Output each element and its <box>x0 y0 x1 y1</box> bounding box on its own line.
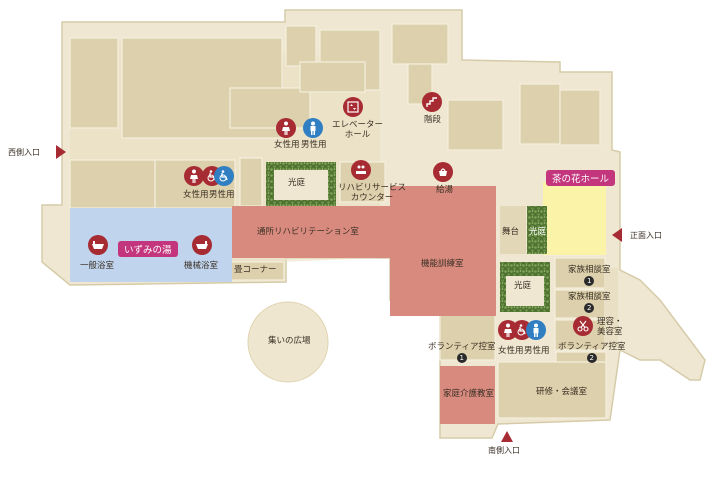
chanohana-hall-tag: 茶の花ホール <box>546 170 616 186</box>
west-entrance-arrow <box>56 145 66 159</box>
courtyard-3-shape <box>500 262 550 312</box>
woman-icon <box>276 118 296 138</box>
number-2-badge: 2 <box>586 352 597 363</box>
room-grid <box>69 23 607 419</box>
general-bath-label: 一般浴室 <box>80 261 115 271</box>
day-rehab-room <box>232 206 390 258</box>
courtyard-3-label: 光庭 <box>514 281 532 291</box>
bathtub-icon <box>88 235 108 255</box>
front-entrance-arrow <box>612 228 622 242</box>
family-care-label: 家庭介護教室 <box>443 389 495 399</box>
woman-icon <box>184 166 204 186</box>
number-1-badge: 1 <box>584 275 595 286</box>
training-room-label: 機能訓練室 <box>421 259 464 269</box>
number-2-badge: 2 <box>584 302 595 313</box>
courtyard-2-label: 光庭 <box>529 227 547 237</box>
west-entrance-label: 西側入口 <box>8 148 40 157</box>
meeting-room-label: 研修・会議室 <box>536 387 588 397</box>
family-care-room <box>440 366 495 424</box>
reception-icon <box>351 160 371 180</box>
chanohana-hall-room <box>543 182 606 255</box>
rehab-counter-label: リハビリサービス カウンター <box>338 183 407 203</box>
plaza-circle <box>247 301 329 383</box>
training-room <box>390 186 496 316</box>
restroom-women-label: 女性用 <box>498 346 524 356</box>
courtyard-1-shape <box>266 162 336 206</box>
elevator-hall-label: エレベーター ホール <box>332 120 384 140</box>
man-icon <box>303 118 323 138</box>
man-icon <box>526 320 546 340</box>
bathtub-icon <box>192 235 212 255</box>
courtyard-1-label: 光庭 <box>288 178 306 188</box>
wheelchair-icon <box>214 166 234 186</box>
restroom-men-label: 男性用 <box>301 140 327 150</box>
courtyard-2-shape <box>527 206 547 254</box>
kettle-icon <box>433 162 453 182</box>
south-entrance-label: 南側入口 <box>488 446 520 455</box>
plaza-label: 集いの広場 <box>268 336 311 346</box>
barber-label: 理容・ 美容室 <box>597 317 623 337</box>
restroom-men-label: 男性用 <box>209 190 235 200</box>
number-1-badge: 1 <box>456 352 467 363</box>
south-entrance-arrow <box>501 431 513 442</box>
restroom-women-label: 女性用 <box>183 190 209 200</box>
stairs-label: 階段 <box>424 115 442 125</box>
day-rehab-label: 通所リハビリテーション室 <box>257 227 359 237</box>
front-entrance-label: 正面入口 <box>630 231 662 240</box>
machine-bath-label: 機械浴室 <box>184 261 219 271</box>
stage-label: 舞台 <box>502 227 520 237</box>
elevator-icon <box>343 97 363 117</box>
tatami-corner-label: 畳コーナー <box>234 265 277 275</box>
stairs-icon <box>422 92 442 112</box>
izumi-bath-tag: いずみの湯 <box>118 241 178 257</box>
kyutou-label: 給湯 <box>436 185 454 195</box>
restroom-men-label: 男性用 <box>524 346 550 356</box>
scissors-icon <box>573 316 593 336</box>
restroom-women-label: 女性用 <box>274 140 300 150</box>
stage-block <box>500 206 526 254</box>
